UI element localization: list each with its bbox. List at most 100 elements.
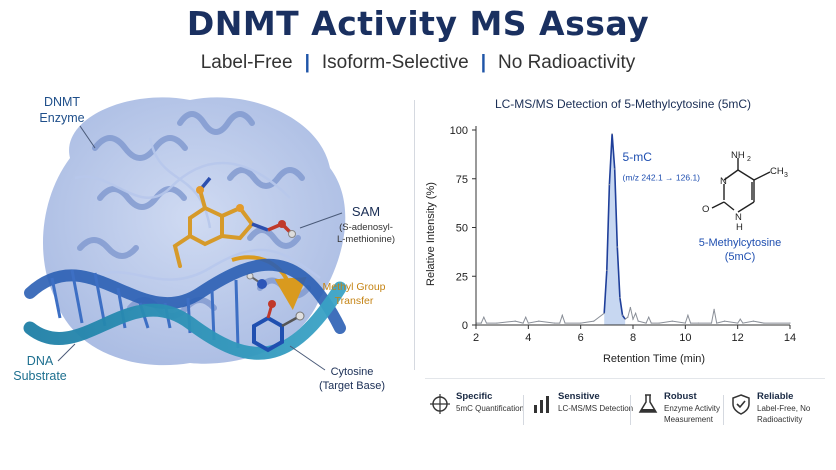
data-point (514, 320, 516, 322)
tag-separator: | (480, 52, 487, 73)
enzyme-label-line2: Enzyme (39, 111, 84, 125)
data-point (559, 322, 561, 324)
data-point (632, 318, 634, 320)
feature-title: Reliable (757, 391, 794, 402)
dna-label-line1: DNA (27, 354, 54, 368)
data-point (616, 246, 618, 248)
data-point (645, 322, 647, 324)
dna-pointer-line (57, 343, 76, 362)
data-point (608, 184, 611, 186)
data-point (580, 322, 582, 324)
chart-title: LC-MS/MS Detection of 5-Methylcytosine (… (495, 97, 751, 111)
data-point (564, 322, 566, 324)
atom-n3: N (720, 176, 727, 187)
data-point (716, 322, 718, 324)
data-point (483, 316, 485, 318)
sam-fullname-line2: L-methionine) (337, 234, 395, 245)
feature-desc-line1: Label-Free, No (757, 404, 811, 413)
feature-desc-line2: Radioactivity (757, 415, 803, 424)
data-point (671, 320, 673, 322)
data-point (687, 314, 689, 316)
methyl-label-line2: Transfer (335, 295, 374, 307)
crosshair-icon (430, 394, 450, 414)
5mc-structure: NH 2 N N H O CH 3 5-Methylcytosine (5mC) (699, 150, 788, 263)
data-point (603, 312, 605, 314)
structure-name: 5-Methylcytosine (699, 237, 782, 249)
feature-desc: LC-MS/MS Detection (558, 404, 634, 413)
data-point (637, 320, 639, 322)
data-point (723, 320, 726, 322)
atom-o: O (702, 204, 709, 215)
data-point (561, 314, 563, 316)
cytosine-label-line1: Cytosine (331, 366, 374, 378)
atom-nh2: NH (731, 150, 745, 161)
subtitle: Label-Free | Isoform-Selective | No Radioact… (0, 52, 836, 74)
y-tick-label: 50 (456, 223, 468, 235)
peak-transition-label: (m/z 242.1 → 126.1) (623, 173, 701, 183)
data-point (593, 320, 595, 322)
tag-isoform-selective: Isoform-Selective (321, 52, 469, 73)
cytosine-label-line2: (Target Base) (319, 380, 385, 392)
data-point (627, 316, 629, 318)
y-tick-label: 25 (456, 271, 468, 283)
data-point (480, 322, 482, 324)
data-point (525, 316, 527, 318)
cytosine-base (252, 300, 305, 353)
feature-divider (630, 395, 631, 425)
sam-pointer-line (299, 212, 343, 229)
atom-ch3: CH (770, 166, 784, 177)
sam-label: SAM (352, 204, 380, 219)
peak-area-fill (604, 133, 626, 325)
data-point (739, 318, 741, 320)
data-point (629, 306, 631, 309)
data-point (697, 322, 700, 324)
y-tick-label: 75 (456, 174, 468, 186)
data-point (742, 322, 744, 324)
bar-chart-icon (534, 396, 549, 413)
feature-desc-line1: Enzyme Activity (664, 404, 721, 413)
data-point (689, 322, 692, 324)
structure-abbrev: (5mC) (725, 251, 756, 263)
data-point (527, 322, 529, 324)
data-point (713, 308, 715, 310)
data-point (522, 322, 524, 324)
data-point (553, 322, 556, 324)
page-title: DNMT Activity MS Assay (186, 4, 650, 43)
data-point (650, 322, 652, 324)
data-point (538, 320, 540, 322)
feature-title: Robust (664, 391, 697, 402)
x-tick-label: 14 (784, 332, 796, 344)
x-tick-label: 8 (630, 332, 636, 344)
tag-label-free: Label-Free (200, 52, 293, 73)
x-tick-label: 12 (732, 332, 744, 344)
dna-helix (23, 258, 347, 360)
data-point (684, 322, 686, 324)
atom-nh2-sub: 2 (747, 156, 751, 163)
x-axis-label: Retention Time (min) (603, 353, 705, 365)
data-point (606, 269, 608, 271)
shield-check-icon (732, 394, 750, 415)
data-point (635, 312, 637, 314)
y-axis-label: Relative Intensity (%) (425, 182, 437, 286)
x-tick-label: 2 (473, 332, 479, 344)
tag-separator: | (304, 52, 310, 73)
feature-desc: 5mC Quantification (456, 404, 525, 413)
data-point (789, 322, 791, 324)
feature-divider (723, 395, 724, 425)
dnmt-dna-illustration: DNMT Enzyme SAM (S-adenosyl- L-methionin… (13, 95, 395, 392)
data-point (737, 322, 739, 324)
cytosine-pointer-line (289, 345, 326, 371)
data-point (621, 314, 624, 316)
dna-label-line2: Substrate (13, 369, 67, 383)
data-point (624, 318, 626, 320)
panel-divider (414, 100, 415, 370)
data-point (611, 133, 613, 135)
data-point (658, 322, 660, 324)
tag-no-radioactivity: No Radioactivity (498, 52, 636, 73)
y-tick-label: 0 (462, 320, 468, 332)
